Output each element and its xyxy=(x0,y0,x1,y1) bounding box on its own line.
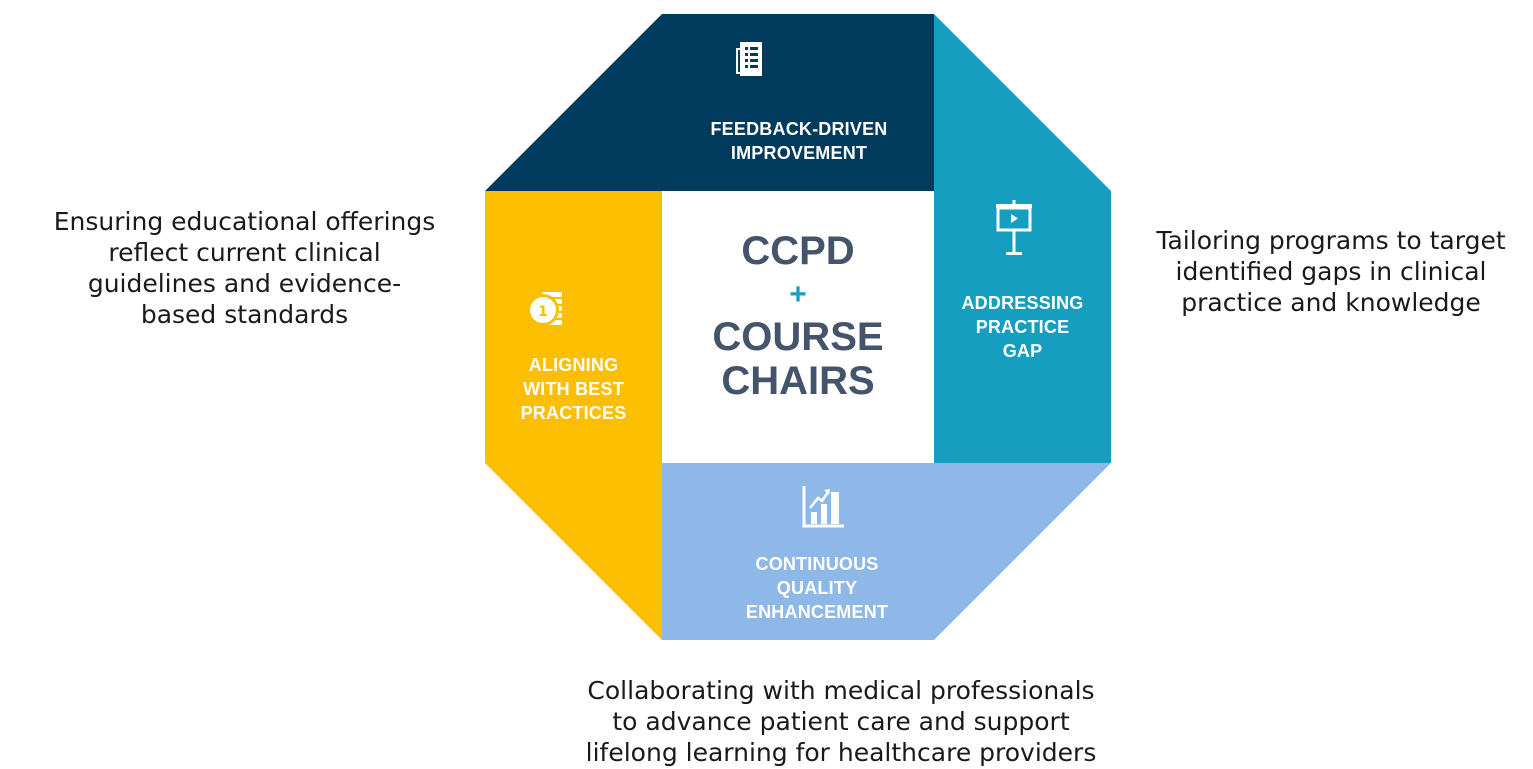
segment-right-label-line: ADDRESSING xyxy=(961,293,1084,313)
center-line-course: COURSE xyxy=(712,315,884,359)
segment-left-label-line: WITH BEST xyxy=(523,379,624,399)
segment-bottom-shape xyxy=(662,463,1111,640)
segment-top-shape xyxy=(485,14,934,191)
description-bottom: Collaborating with medical professionals… xyxy=(516,675,1166,768)
description-left-line: guidelines and evidence- xyxy=(87,269,402,298)
segment-top-label-line: FEEDBACK-DRIVEN xyxy=(710,119,888,139)
segment-right-label-line: PRACTICE xyxy=(975,317,1070,337)
segment-left-label: ALIGNING WITH BEST PRACTICES xyxy=(485,353,662,425)
segment-right-shape xyxy=(934,14,1111,463)
description-right-line: practice and knowledge xyxy=(1181,288,1481,317)
segment-right-label-line: GAP xyxy=(1002,341,1043,361)
document-list-icon xyxy=(736,42,762,76)
presentation-screen-icon xyxy=(996,200,1032,255)
segment-bottom-label-line: ENHANCEMENT xyxy=(745,602,889,622)
description-bottom-line: Collaborating with medical professionals xyxy=(587,676,1095,705)
segment-bottom-label-line: QUALITY xyxy=(776,578,858,598)
segment-bottom-label: CONTINUOUS QUALITY ENHANCEMENT xyxy=(662,552,972,624)
segment-top-label: FEEDBACK-DRIVEN IMPROVEMENT xyxy=(574,117,1024,165)
center-line-chairs: CHAIRS xyxy=(721,359,875,403)
description-left-line: Ensuring educational offerings xyxy=(53,207,436,236)
description-bottom-line: to advance patient care and support xyxy=(612,707,1070,736)
segment-left-label-line: ALIGNING xyxy=(528,355,619,375)
description-bottom-line: lifelong learning for healthcare provide… xyxy=(585,738,1097,767)
coin-stack-icon: 1 xyxy=(527,292,562,326)
center-square xyxy=(662,191,934,463)
svg-text:1: 1 xyxy=(538,304,548,320)
center-plus: + xyxy=(789,278,807,311)
center-title: CCPD + COURSE CHAIRS xyxy=(662,191,934,463)
segment-top-label-line: IMPROVEMENT xyxy=(730,143,868,163)
description-left-line: based standards xyxy=(140,300,349,329)
description-right: Tailoring programs to target identified … xyxy=(1131,225,1531,318)
description-right-line: identified gaps in clinical xyxy=(1175,257,1487,286)
description-right-line: Tailoring programs to target xyxy=(1156,226,1506,255)
description-left: Ensuring educational offerings reflect c… xyxy=(22,206,467,330)
segment-right-label: ADDRESSING PRACTICE GAP xyxy=(934,291,1111,363)
bar-chart-growth-icon xyxy=(802,486,844,528)
center-line-ccpd: CCPD xyxy=(741,229,855,273)
description-left-line: reflect current clinical xyxy=(108,238,381,267)
segment-bottom-label-line: CONTINUOUS xyxy=(755,554,879,574)
segment-left-label-line: PRACTICES xyxy=(520,403,627,423)
